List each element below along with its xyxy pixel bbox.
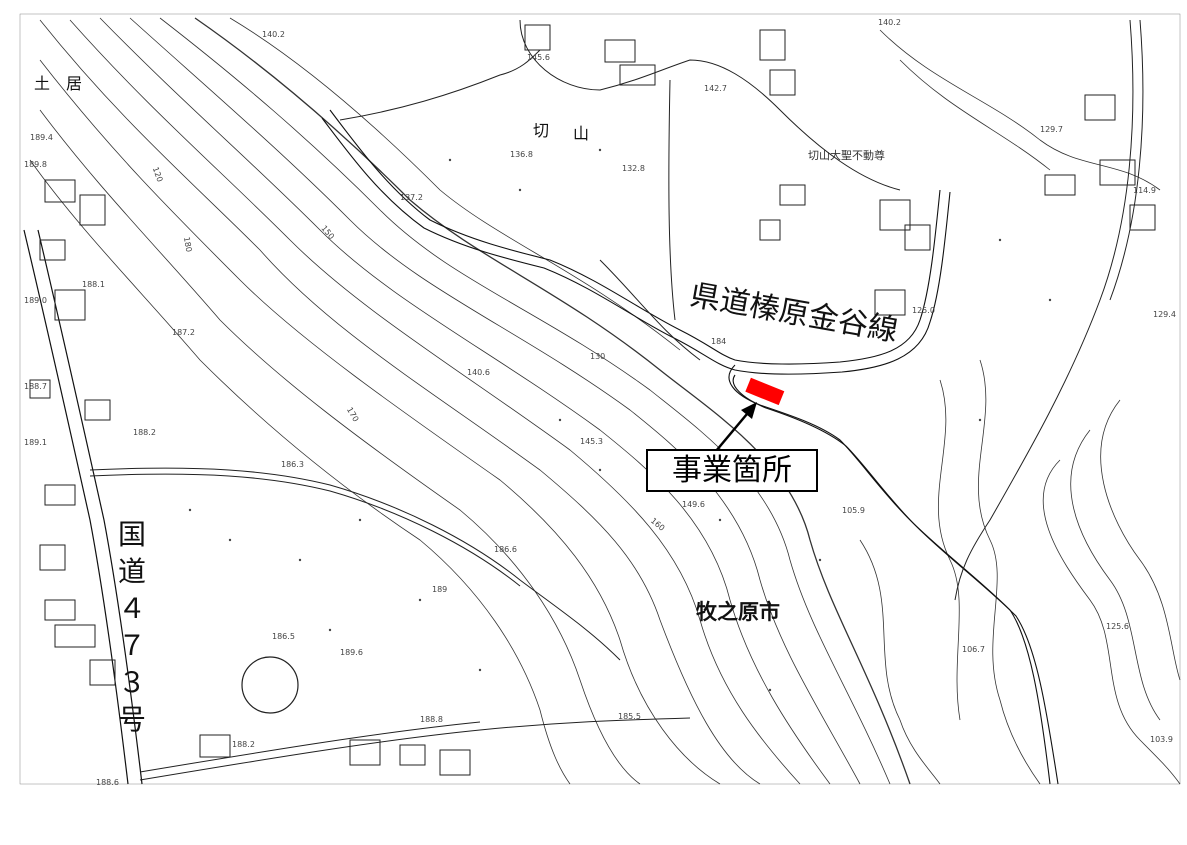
elevation-label: 140.2 [262, 30, 285, 39]
elevation-label: 129.7 [1040, 125, 1063, 134]
map-frame [19, 13, 1181, 785]
project-site-marker [745, 377, 785, 406]
elevation-label: 189.4 [30, 133, 53, 142]
elevation-label: 129.4 [1153, 310, 1176, 319]
place-label-kiriyama-2: 山 [573, 124, 590, 143]
elevation-label: 188.1 [82, 280, 105, 289]
route-char: ４ [117, 592, 146, 625]
elevation-label: 188.8 [420, 715, 443, 724]
elevation-label: 189 [432, 585, 448, 594]
elevation-label: 106.7 [962, 645, 985, 654]
elevation-label: 125.6 [1106, 622, 1129, 631]
place-label-fudoson: 切山大聖不動尊 [808, 149, 885, 162]
elevation-label: 189.1 [24, 438, 47, 447]
local-roads [89, 19, 1144, 781]
elevation-label: 140.6 [467, 368, 490, 377]
elevation-label: 189.6 [340, 648, 363, 657]
elevation-label: 189.0 [24, 296, 47, 305]
elevation-label: 186.6 [494, 545, 517, 554]
contour-lines [29, 17, 911, 785]
elevation-label: 149.6 [682, 500, 705, 509]
elevation-label: 185.5 [618, 712, 641, 721]
city-label: 牧之原市 [696, 600, 780, 624]
route-char: 国 [117, 518, 146, 551]
elevation-label: 114.9 [1133, 186, 1156, 195]
elevation-label: 184 [711, 337, 727, 346]
elevation-label: 186.5 [272, 632, 295, 641]
elevation-label: 136.8 [510, 150, 533, 159]
project-site-callout: 事業箇所 [646, 449, 818, 492]
round-tank [241, 656, 299, 714]
national-route-label: 国 道 ４ ７ ３ 号 [110, 516, 154, 738]
elevation-label: 188.7 [24, 382, 47, 391]
elevation-label: 189.8 [24, 160, 47, 169]
callout-arrow-head [741, 402, 757, 419]
route-char: ３ [117, 666, 146, 699]
elevation-label: 140.2 [878, 18, 901, 27]
elevation-label: 125.0 [912, 306, 935, 315]
buildings [29, 24, 1156, 776]
elevation-label: 132.8 [622, 164, 645, 173]
elevation-label: 187.2 [172, 328, 195, 337]
national-route-473 [23, 229, 143, 785]
route-char: ７ [117, 629, 146, 662]
contour-lines-east [859, 29, 1181, 785]
route-char: 道 [117, 555, 146, 588]
elevation-label: 142.7 [704, 84, 727, 93]
place-label-kiriyama-1: 切 [533, 121, 550, 140]
elevation-label: 188.6 [96, 778, 119, 787]
contour-label: 130 [590, 352, 606, 361]
place-label-doi: 土 居 [34, 74, 83, 93]
elevation-label: 145.3 [580, 437, 603, 446]
prefectural-road [321, 109, 1059, 785]
elevation-label: 188.2 [232, 740, 255, 749]
elevation-label: 137.2 [400, 193, 423, 202]
elevation-label: 105.9 [842, 506, 865, 515]
elevation-label: 145.6 [527, 53, 550, 62]
elevation-label: 188.2 [133, 428, 156, 437]
elevation-label: 103.9 [1150, 735, 1173, 744]
route-char: 号 [117, 703, 146, 736]
vegetation-symbols [188, 148, 1052, 692]
callout-arrow-line [715, 407, 753, 452]
elevation-label: 186.3 [281, 460, 304, 469]
